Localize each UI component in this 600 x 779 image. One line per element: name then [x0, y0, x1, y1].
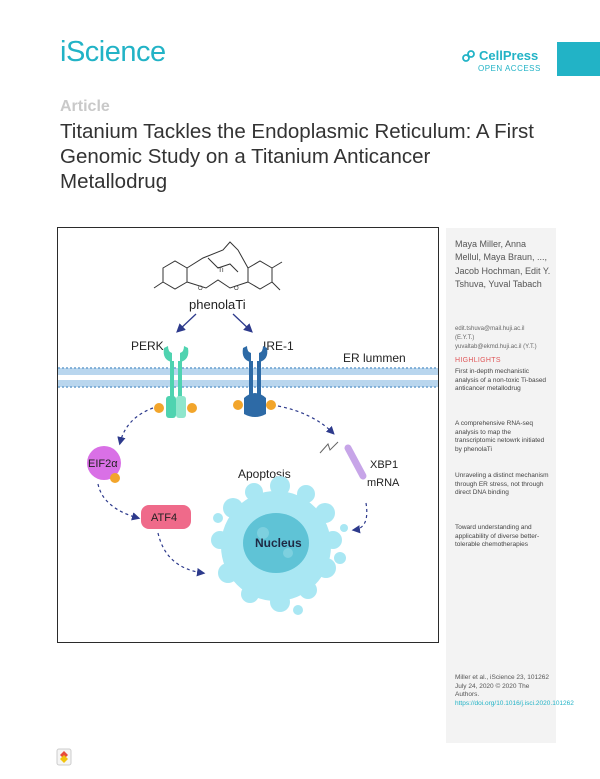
article-title: Titanium Tackles the Endoplasmic Reticul…	[60, 120, 534, 193]
highlight-item: Unraveling a distinct mechanism through …	[455, 472, 549, 496]
highlight-item: Toward understanding and applicability o…	[455, 524, 540, 548]
mrna-label: mRNA	[367, 477, 400, 489]
perk-label: PERK	[131, 339, 164, 353]
article-sidebar	[446, 228, 556, 743]
pathway-arrows	[97, 405, 368, 577]
svg-text:Ti: Ti	[218, 267, 224, 274]
correspondence: edit.tshuva@mail.huji.ac.il (E.Y.T.) yuv…	[455, 325, 553, 352]
journal-logo: iScience	[60, 36, 166, 68]
email-tag-1: (E.Y.T.)	[455, 335, 475, 341]
open-access-label: OPEN ACCESS	[478, 64, 541, 73]
citation-text: Miller et al., iScience 23, 101262	[455, 674, 549, 681]
author-list: Maya Miller, Anna Mellul, Maya Braun, ..…	[455, 239, 551, 290]
eif2a-node	[87, 446, 121, 483]
graphical-abstract-drawing: Ti O O phenolaTi PERK IRE-1 ER lummen	[58, 241, 438, 615]
citation-block: Miller et al., iScience 23, 101262 July …	[455, 674, 574, 708]
phenolati-structure-icon: Ti O O	[153, 241, 283, 292]
highlights-heading: HIGHLIGHTS	[455, 357, 501, 364]
ire1-receptor-icon	[233, 346, 276, 417]
arrow-to-perk	[176, 313, 197, 333]
nucleus-label: Nucleus	[255, 536, 302, 550]
er-lumen-label: ER lummen	[343, 351, 406, 365]
mrna-icon	[319, 441, 367, 480]
drug-label: phenolaTi	[189, 297, 246, 312]
eif2a-label: EIF2α	[88, 458, 118, 470]
crossmark-icon[interactable]	[56, 748, 72, 766]
atf4-label: ATF4	[151, 512, 177, 524]
publication-date: July 24, 2020 © 2020 The Authors.	[455, 682, 530, 699]
email-link-1[interactable]: edit.tshuva@mail.huji.ac.il	[455, 326, 525, 332]
graphical-abstract: Ti O O phenolaTi PERK IRE-1 ER lummen	[57, 227, 439, 643]
perk-receptor-icon	[154, 346, 197, 418]
publisher-name: CellPress	[479, 48, 539, 63]
brand-tab	[557, 42, 600, 76]
atf4-node	[141, 505, 191, 529]
highlight-item: A comprehensive RNA-seq analysis to map …	[455, 420, 545, 453]
email-link-2[interactable]: yuvaltab@ekmd.huji.ac.il (Y.T.)	[455, 344, 537, 350]
doi-link[interactable]: https://doi.org/10.1016/j.isci.2020.1012…	[455, 699, 574, 707]
xbp1-label: XBP1	[370, 459, 398, 471]
highlight-item: First in-depth mechanistic analysis of a…	[455, 368, 547, 392]
svg-text:O: O	[198, 286, 203, 292]
publisher-logo: CellPress OPEN ACCESS	[462, 48, 552, 73]
arrow-to-ire1	[232, 313, 253, 333]
apoptotic-cell-icon	[211, 476, 348, 615]
article-type-label: Article	[60, 98, 110, 115]
er-membrane	[58, 367, 438, 388]
svg-text:O: O	[234, 286, 239, 292]
ire1-label: IRE-1	[263, 339, 294, 353]
cellpress-icon	[462, 49, 475, 62]
